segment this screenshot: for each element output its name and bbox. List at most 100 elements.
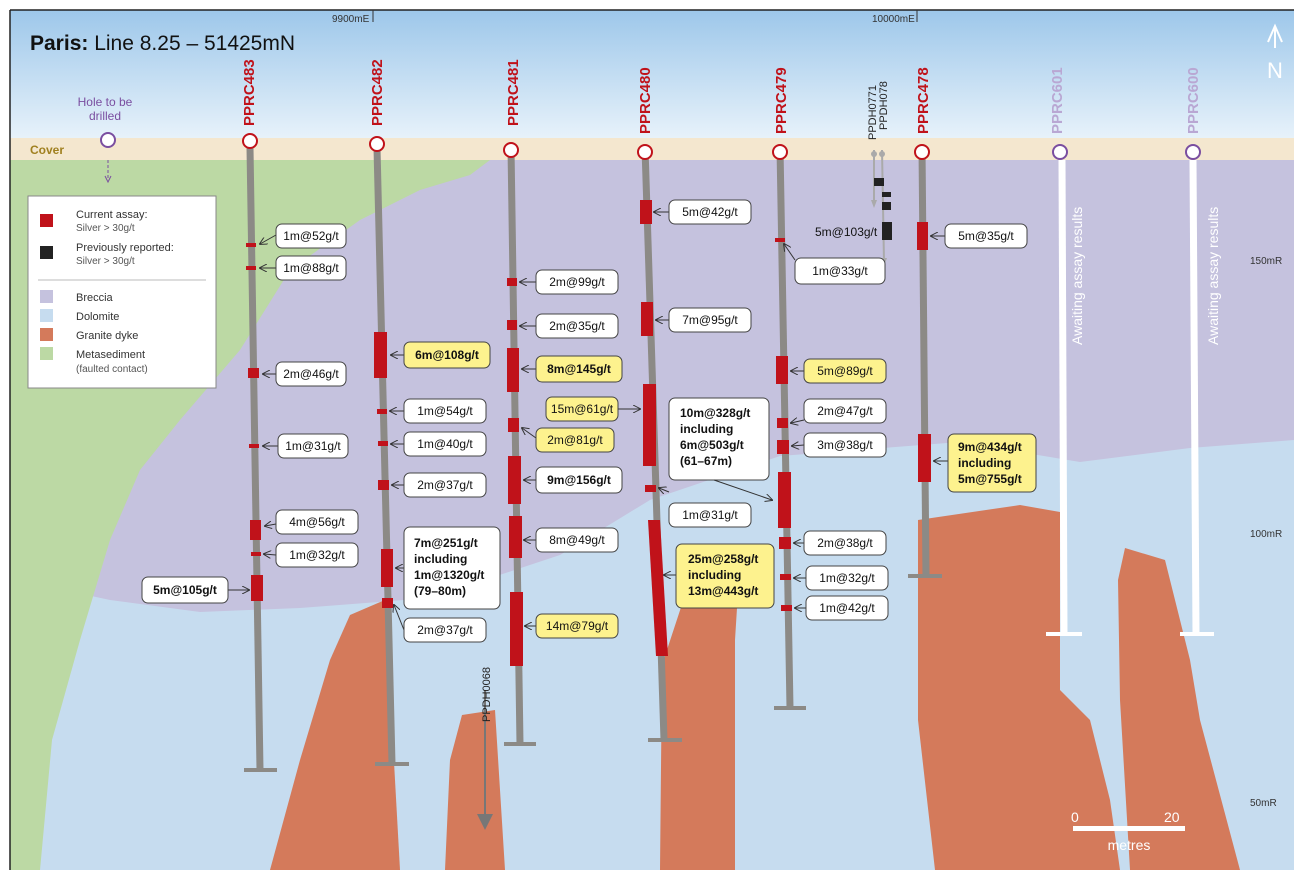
scale-unit: metres <box>1108 837 1151 853</box>
cover-label: Cover <box>30 143 64 157</box>
intercept-label: 2m@99g/t <box>549 275 605 289</box>
hole-label-pprc480: PPRC480 <box>637 67 654 134</box>
legend-metasediment-sub: (faulted contact) <box>76 364 148 375</box>
grid-label-50: 50mR <box>1250 798 1277 809</box>
intercept-label: 1m@32g/t <box>289 548 345 562</box>
hole-label-pprc483: PPRC483 <box>241 59 258 126</box>
grid-label-150: 150mR <box>1250 256 1282 267</box>
granite-dyke-3 <box>660 545 740 870</box>
intercept-label: 1m@88g/t <box>283 261 339 275</box>
north-arrow-icon: N <box>1267 23 1283 83</box>
granite-dyke-1 <box>270 600 400 870</box>
legend-previous-sub: Silver > 30g/t <box>76 256 135 267</box>
intercept-label: including <box>680 422 733 436</box>
intercept-label: 5m@89g/t <box>817 364 873 378</box>
intercept-label: 1m@54g/t <box>417 404 473 418</box>
hole-collars <box>242 133 1201 160</box>
awaiting-label-601: Awaiting assay results <box>1069 207 1085 345</box>
legend: Current assay: Silver > 30g/t Previously… <box>27 195 217 389</box>
hole-label-pprc478: PPRC478 <box>915 67 932 134</box>
intercept-label: 2m@37g/t <box>417 623 473 637</box>
intercept-label: 1m@32g/t <box>819 571 875 585</box>
planned-hole-collar <box>100 132 116 148</box>
intercept-label: 8m@145g/t <box>547 362 611 376</box>
granite-dyke-2 <box>445 710 505 870</box>
intercept-label: 8m@49g/t <box>549 533 605 547</box>
intercept-label: 2m@46g/t <box>283 367 339 381</box>
intercept-label: including <box>688 568 741 582</box>
intercept-label: 15m@61g/t <box>551 402 614 416</box>
legend-previous: Previously reported: <box>76 242 174 254</box>
title-rest: Line 8.25 – 51425mN <box>88 32 295 55</box>
hole-label-ppdh078: PPDH078 <box>878 81 890 130</box>
legend-swatch-dolomite <box>40 309 53 322</box>
north-label: N <box>1267 58 1283 83</box>
intercept-label: (79–80m) <box>414 584 466 598</box>
hole-label-pprc600: PPRC600 <box>1185 67 1202 134</box>
sky <box>10 10 1294 150</box>
intercept-label: 14m@79g/t <box>546 619 609 633</box>
scale-zero: 0 <box>1071 809 1079 825</box>
planned-hole-label-1: Hole to be <box>78 95 133 109</box>
planned-hole-label-2: drilled <box>89 109 121 123</box>
legend-current-sub: Silver > 30g/t <box>76 223 135 234</box>
hole-label-pprc481: PPRC481 <box>505 59 522 126</box>
legend-swatch-previous <box>40 246 53 259</box>
grid-label-100: 100mR <box>1250 529 1282 540</box>
legend-swatch-metasediment <box>40 347 53 360</box>
intercept-labels: 1m@52g/t 1m@88g/t 2m@46g/t 1m@31g/t 4m@5… <box>141 199 1037 643</box>
intercept-label: 5m@105g/t <box>153 583 217 597</box>
intercept-label: 25m@258g/t <box>688 552 758 566</box>
intercept-label: 2m@38g/t <box>817 536 873 550</box>
hole-label-ppdh0068: PPDH0068 <box>481 667 493 722</box>
intercept-label: (61–67m) <box>680 454 732 468</box>
intercept-label: 2m@81g/t <box>547 433 603 447</box>
hole-label-pprc601: PPRC601 <box>1049 67 1066 134</box>
legend-breccia: Breccia <box>76 292 114 304</box>
intercept-label: 7m@251g/t <box>414 536 478 550</box>
intercept-label: 10m@328g/t <box>680 406 750 420</box>
intercept-label: 1m@33g/t <box>812 264 868 278</box>
intercept-label: 1m@52g/t <box>283 229 339 243</box>
intercept-label: 5m@755g/t <box>958 472 1022 486</box>
legend-metasediment: Metasediment <box>76 349 145 361</box>
page-title: Paris: Line 8.25 – 51425mN <box>30 32 295 55</box>
intercept-label: 2m@47g/t <box>817 404 873 418</box>
grid-label-9900: 9900mE <box>332 14 370 25</box>
intercept-label: 5m@35g/t <box>958 229 1014 243</box>
granite-dyke-4 <box>918 505 1120 870</box>
intercept-label: 6m@108g/t <box>415 348 479 362</box>
intercept-label: including <box>958 456 1011 470</box>
intercept-label: 5m@42g/t <box>682 205 738 219</box>
grid-label-10000: 10000mE <box>872 14 915 25</box>
intercept-label: 1m@1320g/t <box>414 568 484 582</box>
intercept-label: 1m@42g/t <box>819 601 875 615</box>
intercept-label: including <box>414 552 467 566</box>
intercept-label: 1m@40g/t <box>417 437 473 451</box>
assay-segments <box>246 200 931 666</box>
intercept-label: 1m@31g/t <box>682 508 738 522</box>
intercept-label: 7m@95g/t <box>682 313 738 327</box>
intercept-label: 2m@35g/t <box>549 319 605 333</box>
intercept-label: 2m@37g/t <box>417 478 473 492</box>
legend-granite: Granite dyke <box>76 330 138 342</box>
legend-dolomite: Dolomite <box>76 311 119 323</box>
intercept-label: 1m@31g/t <box>285 439 341 453</box>
intercept-label: 3m@38g/t <box>817 438 873 452</box>
legend-swatch-breccia <box>40 290 53 303</box>
intercept-label: 5m@103g/t <box>815 225 878 239</box>
legend-swatch-current <box>40 214 53 227</box>
intercept-label: 4m@56g/t <box>289 515 345 529</box>
granite-dyke-5 <box>1118 548 1240 870</box>
legend-current: Current assay: <box>76 209 148 221</box>
intercept-label: 9m@156g/t <box>547 473 611 487</box>
scale-twenty: 20 <box>1164 809 1180 825</box>
title-bold: Paris: <box>30 32 88 55</box>
hole-label-pprc479: PPRC479 <box>773 67 790 134</box>
awaiting-label-600: Awaiting assay results <box>1205 207 1221 345</box>
intercept-label: 13m@443g/t <box>688 584 758 598</box>
hole-label-ppdh0771: PPDH0771 <box>867 85 879 140</box>
intercept-label: 9m@434g/t <box>958 440 1022 454</box>
